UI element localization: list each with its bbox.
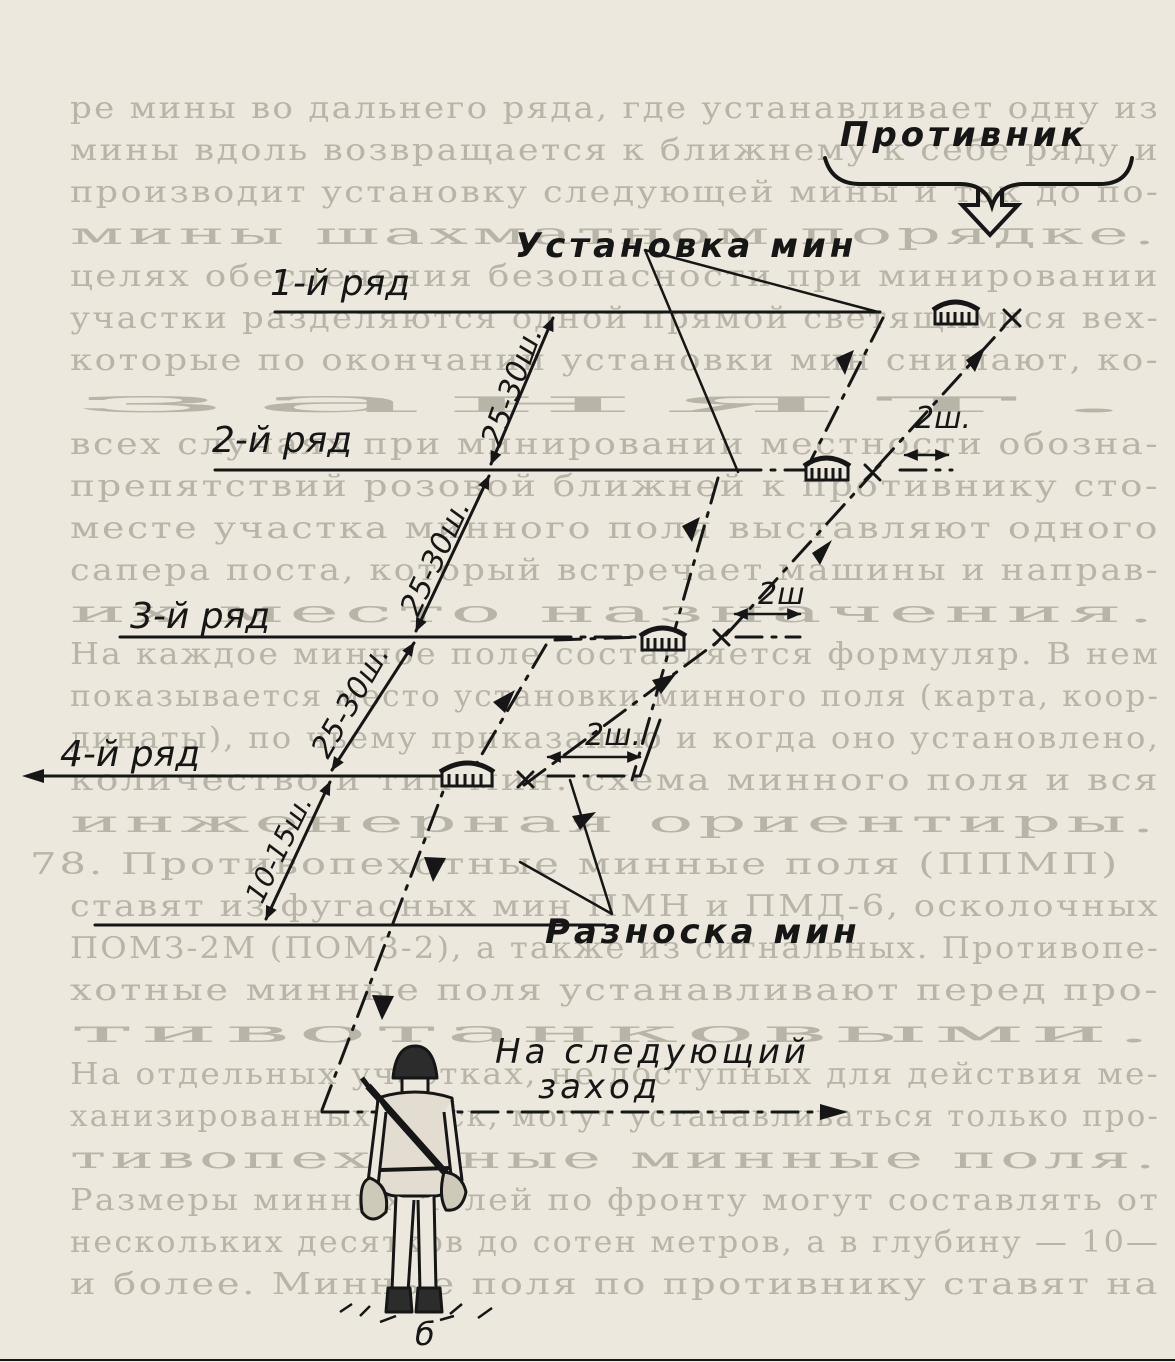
mine-carry-label: Разноска мин xyxy=(545,912,861,952)
row-3-label: 3-й ряд xyxy=(130,596,270,637)
reverse-page-line: 78. Противопехотные минные поля (ППМП) xyxy=(30,847,1120,882)
enemy-bracket xyxy=(823,156,1134,213)
row-4-arrow-head xyxy=(22,769,44,783)
mine-carry-leader-lines xyxy=(518,778,614,916)
mine-row-3 xyxy=(638,625,688,652)
mine-row-1 xyxy=(931,299,981,326)
reverse-page-line: занят. xyxy=(70,385,1160,420)
reverse-page-line: Размеры минных полей по фронту могут сос… xyxy=(70,1183,1160,1218)
row-1-label: 1-й ряд xyxy=(270,263,410,304)
row-2-label: 2-й ряд xyxy=(212,420,352,461)
reverse-page-line: На каждое минное поле составляется форму… xyxy=(70,637,1160,672)
reverse-page-line: показывается место установки минного пол… xyxy=(70,679,1160,714)
reverse-page-line: ре мины во дальнего ряда, где устанавлив… xyxy=(70,91,1160,126)
reverse-page-line: На отдельных участках, не доступных для … xyxy=(70,1057,1160,1092)
reverse-page-line: нескольких десятков до сотен метров, а в… xyxy=(70,1225,1160,1260)
reverse-page-line: ставят из фугасных мин ПМН и ПМД-6, оско… xyxy=(70,889,1160,924)
reverse-page-line: динаты), по чьему приказанию и когда оно… xyxy=(70,721,1160,756)
soldier-figure xyxy=(339,1044,493,1324)
step-label-3: 2ш. xyxy=(585,718,641,753)
reverse-page-line: всех случаях при минировании местности о… xyxy=(70,427,1160,462)
reverse-page-line: участки разделяются одной прямой светящи… xyxy=(70,301,1160,336)
step-label-2: 2ш xyxy=(758,577,805,612)
enemy-arrow xyxy=(957,188,1023,238)
reverse-page-line: инженерная ориентиры. xyxy=(70,805,1160,840)
reverse-page-line: препятствий розовой ближней к противнику… xyxy=(70,469,1160,504)
next-pass-arrow-head xyxy=(820,1104,848,1120)
reverse-page-line: хотные минные поля устанавливают перед п… xyxy=(70,973,1160,1008)
reverse-page-line: производит установку следующей мины и та… xyxy=(70,175,1160,210)
mine-install-leader-lines xyxy=(643,248,880,474)
reverse-page-line: которые по окончании установки мин снима… xyxy=(70,343,1160,378)
mine-row-4 xyxy=(438,760,496,788)
reverse-page-line: тивотанковыми. xyxy=(70,1015,1160,1050)
reverse-page-line: мины вдоль возвращается к ближнему к себ… xyxy=(70,133,1160,168)
reverse-page-line: количество и тип мин. схема минного поля… xyxy=(70,763,1160,798)
reverse-page-line: и более. Минные поля по противнику ставя… xyxy=(70,1267,1160,1302)
next-pass-label: На следующий xyxy=(495,1032,810,1072)
row-spacing-dimension xyxy=(264,316,555,921)
reverse-page-line: целях обеспечения безопасности при минир… xyxy=(70,259,1160,294)
reverse-page-line: ПОМЗ-2М (ПОМЗ-2), а также из сигнальных.… xyxy=(70,931,1160,966)
step-label-1: 2ш. xyxy=(915,401,971,436)
reverse-page-line: тивопехотные минные поля. xyxy=(70,1141,1160,1176)
reverse-page-line: их место назначения. xyxy=(70,595,1160,630)
row-4-label: 4-й ряд xyxy=(60,734,200,775)
reverse-page-line: месте участка минного поля выставляют од… xyxy=(70,511,1160,546)
reverse-page-line: сапера поста, который встречает машины и… xyxy=(70,553,1160,588)
reverse-page-line: ханизированных войск, могут устанавливат… xyxy=(70,1099,1160,1134)
figure-letter: б xyxy=(415,1315,435,1353)
mine-row-2 xyxy=(802,455,852,482)
drop-marks xyxy=(516,308,1022,789)
next-pass-label-2: заход xyxy=(538,1067,661,1107)
reverse-page-text: ре мины во дальнего ряда, где устанавлив… xyxy=(30,91,1160,1302)
enemy-label: Противник xyxy=(840,115,1088,155)
